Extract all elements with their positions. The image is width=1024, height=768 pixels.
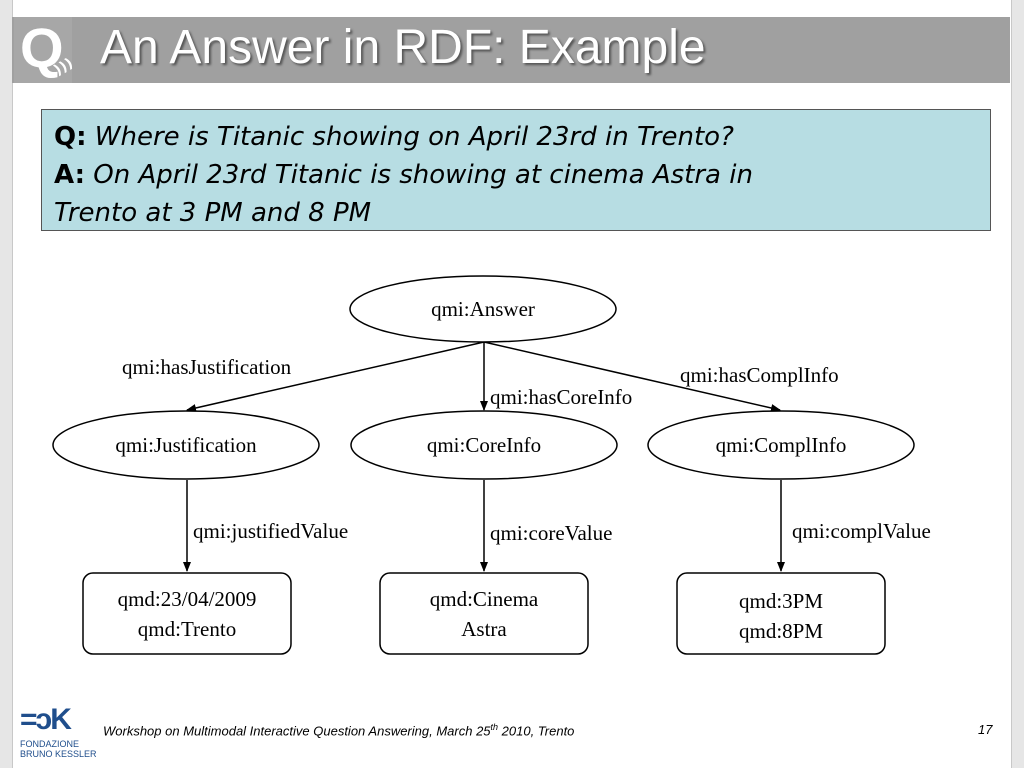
- footer-text-main: Workshop on Multimodal Interactive Quest…: [103, 723, 491, 739]
- slide-frame-right: [1011, 0, 1024, 768]
- label-compl-value: qmi:complValue: [792, 519, 931, 543]
- value-astra: Astra: [461, 617, 507, 641]
- label-justified-value: qmi:justifiedValue: [193, 519, 348, 543]
- label-has-complinfo: qmi:hasComplInfo: [680, 363, 839, 387]
- answer-label: A:: [54, 160, 86, 190]
- answer-line-2: Trento at 3 PM and 8 PM: [54, 194, 978, 232]
- logo-letter: Q: [20, 16, 64, 79]
- edge-has-justification: [186, 341, 485, 412]
- footer-superscript: th: [490, 722, 499, 732]
- label-has-coreinfo: qmi:hasCoreInfo: [490, 385, 632, 409]
- answer-text-line1: On April 23rd Titanic is showing at cine…: [93, 160, 753, 190]
- fbk-logo: =ↄK FONDAZIONE BRUNO KESSLER: [20, 703, 97, 763]
- footer-citation: Workshop on Multimodal Interactive Quest…: [103, 722, 574, 738]
- value-box-complinfo: [676, 572, 886, 655]
- q-logo-icon: Q ))): [14, 16, 76, 83]
- value-date: qmd:23/04/2009: [118, 587, 257, 611]
- value-box-coreinfo: [379, 572, 589, 655]
- question-label: Q:: [54, 122, 87, 152]
- label-core-value: qmi:coreValue: [490, 521, 612, 545]
- value-cinema: qmd:Cinema: [430, 587, 539, 611]
- node-coreinfo-label: qmi:CoreInfo: [427, 433, 541, 457]
- value-8pm: qmd:8PM: [739, 619, 823, 643]
- title-bar: [12, 17, 1010, 83]
- node-answer-label: qmi:Answer: [431, 297, 535, 321]
- question-answer-box: Q: Where is Titanic showing on April 23r…: [41, 109, 991, 231]
- slide-title: An Answer in RDF: Example: [100, 21, 706, 74]
- node-justification: [52, 410, 320, 480]
- answer-text-line2: Trento at 3 PM and 8 PM: [54, 198, 372, 228]
- value-box-justification: [82, 572, 292, 655]
- fbk-mark-icon: =ↄK: [20, 703, 72, 736]
- question-line: Q: Where is Titanic showing on April 23r…: [54, 118, 978, 156]
- label-has-justification: qmi:hasJustification: [122, 355, 292, 379]
- fbk-name: FONDAZIONE BRUNO KESSLER: [20, 739, 97, 759]
- node-coreinfo: [350, 410, 618, 480]
- node-answer: [349, 275, 617, 343]
- question-text: Where is Titanic showing on April 23rd i…: [94, 122, 734, 152]
- node-justification-label: qmi:Justification: [115, 433, 257, 457]
- node-complinfo-label: qmi:ComplInfo: [716, 433, 847, 457]
- edge-has-complinfo: [483, 341, 781, 412]
- slide-frame-left: [0, 0, 13, 768]
- value-3pm: qmd:3PM: [739, 589, 823, 613]
- footer-text-end: 2010, Trento: [498, 723, 575, 739]
- answer-line: A: On April 23rd Titanic is showing at c…: [54, 156, 978, 194]
- node-complinfo: [647, 410, 915, 480]
- fbk-name-line1: FONDAZIONE: [20, 739, 80, 749]
- page-number: 17: [978, 722, 993, 737]
- value-trento: qmd:Trento: [138, 617, 236, 641]
- fbk-name-line2: BRUNO KESSLER: [20, 749, 97, 759]
